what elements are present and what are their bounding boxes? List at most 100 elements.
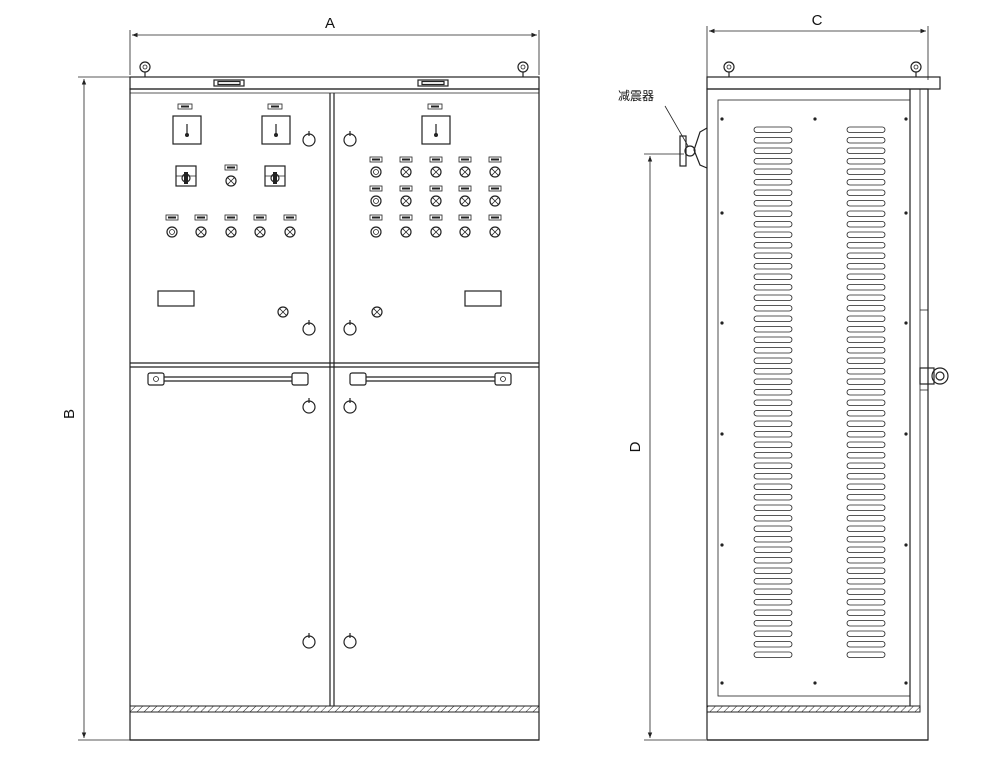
louvre-slot (846, 515, 886, 522)
front-base-hatch (129, 705, 540, 713)
screw-dot (904, 117, 908, 121)
lifting-eye-side-left (723, 61, 735, 77)
louvre-slot (753, 546, 793, 553)
louvre-slot (753, 200, 793, 207)
indicator-lamp-lower-right (371, 306, 383, 318)
louvre-slot (753, 221, 793, 228)
louvre-slot (846, 557, 886, 564)
louvre-slot (753, 231, 793, 238)
louvre-slot (846, 462, 886, 469)
louvre-slot (753, 347, 793, 354)
nameplate-left (157, 290, 195, 307)
louvre-slot (846, 609, 886, 616)
louvre-slot (846, 420, 886, 427)
louvre-slot (846, 284, 886, 291)
door-handle-right (349, 372, 512, 386)
door-lock-icon (302, 131, 316, 147)
louvre-slot (753, 441, 793, 448)
front-upper-left-panel (157, 103, 316, 336)
louvre-slot (846, 137, 886, 144)
louvre-slot (753, 368, 793, 375)
selector-switch-2 (264, 165, 286, 187)
louvre-slot (753, 189, 793, 196)
louvre-slot (846, 158, 886, 165)
front-view (129, 61, 540, 741)
indicator-lamp-lower-left (277, 306, 289, 318)
front-upper-right-panel (343, 103, 502, 336)
louvre-slot (753, 504, 793, 511)
door-handle-left (147, 372, 309, 386)
louvre-slot (753, 452, 793, 459)
louvre-slot (753, 525, 793, 532)
louvre-slot (753, 326, 793, 333)
louvre-slot (753, 462, 793, 469)
louvre-slot (753, 630, 793, 637)
louvre-slot (846, 368, 886, 375)
screw-dot (720, 543, 724, 547)
louvre-slot (846, 378, 886, 385)
nameplate-right (464, 290, 502, 307)
side-panel-inner (717, 99, 911, 697)
louvre-slot (753, 494, 793, 501)
louvre-slot (846, 620, 886, 627)
louvre-slot (846, 357, 886, 364)
louvre-slot (846, 441, 886, 448)
damper: 减震器 (618, 89, 708, 169)
louvre-slot (753, 273, 793, 280)
louvre-slot (846, 294, 886, 301)
side-body-outline (706, 88, 929, 741)
door-lock-icon (302, 398, 316, 414)
screw-dot (720, 117, 724, 121)
louvre-slot (753, 399, 793, 406)
louvre-slot (846, 389, 886, 396)
lifting-eye-front-left (139, 61, 151, 77)
louvre-slot (753, 578, 793, 585)
louvre-slot (753, 651, 793, 658)
louvre-slot (846, 242, 886, 249)
louvre-slot (846, 525, 886, 532)
louvre-slot (846, 231, 886, 238)
dimension-a: A (129, 15, 540, 75)
louvre-slot (846, 431, 886, 438)
dimension-b-label: B (61, 409, 78, 419)
louvre-slot (846, 263, 886, 270)
louvre-slot (753, 284, 793, 291)
dimension-c: C (706, 12, 929, 80)
louvre-slot (846, 473, 886, 480)
dimension-d-label: D (627, 441, 644, 452)
selector-switch-1 (175, 165, 197, 187)
louvre-slot (753, 137, 793, 144)
door-lock-icon (343, 131, 357, 147)
louvre-slot (846, 200, 886, 207)
louvre-slot (846, 452, 886, 459)
louvre-slot (753, 557, 793, 564)
louvre-slot (753, 609, 793, 616)
louvre-slot (753, 599, 793, 606)
side-view: 减震器 (618, 61, 949, 741)
screw-dot (904, 681, 908, 685)
front-top-bracket-left (213, 79, 245, 87)
louvre-slot (846, 536, 886, 543)
louvre-slot (753, 515, 793, 522)
door-lock-icon (302, 320, 316, 336)
louvre-slot (846, 336, 886, 343)
louvre-slot (753, 147, 793, 154)
screw-dot (904, 321, 908, 325)
front-lower-doors (147, 372, 512, 649)
louvre-slot (753, 263, 793, 270)
screw-dot (720, 321, 724, 325)
meter-2 (261, 103, 291, 145)
louvre-slot (846, 599, 886, 606)
screw-dot (813, 681, 817, 685)
louvre-slot (753, 620, 793, 627)
louvre-slot (846, 210, 886, 217)
louvre-slot (753, 210, 793, 217)
louvre-slot (753, 431, 793, 438)
louvre-slot (753, 168, 793, 175)
louvre-slot (753, 410, 793, 417)
louvre-slot (846, 588, 886, 595)
louvre-slot (753, 305, 793, 312)
louvre-slot (753, 179, 793, 186)
louvre-slot (846, 578, 886, 585)
